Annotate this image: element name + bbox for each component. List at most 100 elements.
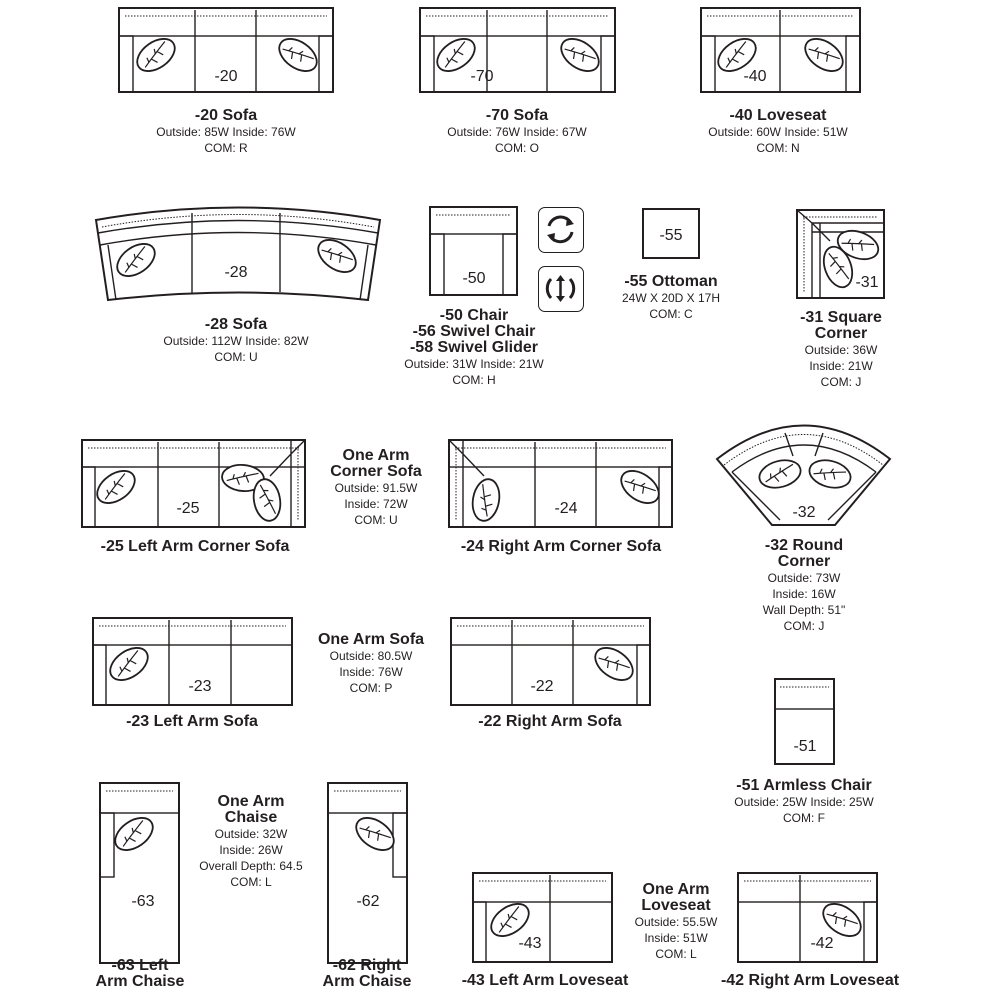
code-55: -55 [659,227,682,244]
code-70: -70 [470,68,493,85]
title-sofa-70: -70 Sofa [485,107,549,124]
sofa-22-drawing: -22 [450,617,651,706]
code-63: -63 [131,893,154,910]
label-square-corner-31: -31 Square Corner Outside: 36W Inside: 2… [771,310,911,390]
swivel-rotate-icon [538,207,584,253]
title-round-corner-32-2: Corner [777,553,831,570]
label-chaise-63: -63 Left Arm Chaise [80,958,200,990]
spec-round-corner-32-inside: Inside: 16W [772,587,836,601]
code-22: -22 [530,678,553,695]
corner-sofa-25-drawing: -25 [81,439,306,528]
code-50: -50 [462,270,485,287]
code-43: -43 [518,935,541,952]
spec-chair-50-com: COM: H [452,373,496,387]
title-chaise-group-2: Chaise [224,809,278,826]
spec-loveseat-40-com: COM: N [756,141,800,155]
glider-rock-icon [538,266,584,312]
loveseat-42-drawing: -42 [737,872,878,963]
title-chaise-group: One Arm [217,793,285,810]
code-24: -24 [554,500,577,517]
title-corner-sofa-group: One Arm [342,447,410,464]
spec-round-corner-32-outside: Outside: 73W [767,571,841,585]
spec-sofa-20-com: COM: R [204,141,248,155]
spec-chair-51-com: COM: F [783,811,825,825]
spec-arm-sofa-inside: Inside: 76W [339,665,403,679]
code-23: -23 [188,678,211,695]
spec-corner-sofa-com: COM: U [354,513,398,527]
spec-round-corner-32-depth: Wall Depth: 51" [762,603,846,617]
label-arm-sofa-group: One Arm Sofa Outside: 80.5W Inside: 76W … [296,632,446,696]
spec-square-corner-31-inside: Inside: 21W [809,359,873,373]
code-40: -40 [743,68,766,85]
code-32: -32 [792,504,815,521]
code-25: -25 [176,500,199,517]
spec-sofa-70-size: Outside: 76W Inside: 67W [447,125,587,139]
title-chaise-63-2: Arm Chaise [95,973,185,990]
spec-sofa-28-size: Outside: 112W Inside: 82W [163,334,309,348]
label-sofa-70: -70 Sofa Outside: 76W Inside: 67W COM: O [407,108,627,156]
round-corner-32-drawing: -32 [715,424,892,526]
title-corner-sofa-group-2: Corner Sofa [330,463,422,480]
ottoman-55-drawing: -55 [642,208,700,259]
label-sofa-23: -23 Left Arm Sofa [82,714,302,730]
title-sofa-20: -20 Sofa [194,107,258,124]
title-swivel-chair-56: -56 Swivel Chair [412,323,536,340]
sofa-70-drawing: -70 [419,7,616,93]
spec-arm-sofa-outside: Outside: 80.5W [329,649,413,663]
code-28: -28 [224,264,247,281]
chair-51-drawing: -51 [774,678,835,765]
label-chaise-group: One Arm Chaise Outside: 32W Inside: 26W … [186,794,316,890]
code-42: -42 [810,935,833,952]
spec-chaise-outside: Outside: 32W [214,827,288,841]
spec-loveseat-inside: Inside: 51W [644,931,708,945]
label-loveseat-43: -43 Left Arm Loveseat [432,973,658,989]
title-loveseat-group-2: Loveseat [641,897,711,914]
label-loveseat-group: One Arm Loveseat Outside: 55.5W Inside: … [616,882,736,962]
chaise-63-drawing: -63 [99,782,180,964]
title-loveseat-43: -43 Left Arm Loveseat [461,972,629,989]
title-corner-sofa-25: -25 Left Arm Corner Sofa [100,538,290,555]
code-20: -20 [214,68,237,85]
label-corner-sofa-25: -25 Left Arm Corner Sofa [60,539,330,555]
title-square-corner-31: -31 Square [800,309,882,326]
title-arm-sofa-group: One Arm Sofa [317,631,425,648]
label-sofa-28: -28 Sofa Outside: 112W Inside: 82W COM: … [126,317,346,365]
spec-chaise-depth: Overall Depth: 64.5 [199,859,303,873]
spec-sofa-20-size: Outside: 85W Inside: 76W [156,125,296,139]
spec-round-corner-32-com: COM: J [783,619,825,633]
spec-loveseat-outside: Outside: 55.5W [634,915,718,929]
label-loveseat-40: -40 Loveseat Outside: 60W Inside: 51W CO… [668,108,888,156]
label-loveseat-42: -42 Right Arm Loveseat [694,973,926,989]
spec-loveseat-40-size: Outside: 60W Inside: 51W [708,125,848,139]
title-round-corner-32: -32 Round [764,537,844,554]
label-chair-51: -51 Armless Chair Outside: 25W Inside: 2… [704,778,904,826]
code-51: -51 [793,738,816,755]
spec-square-corner-31-com: COM: J [820,375,862,389]
title-ottoman-55: -55 Ottoman [624,273,718,290]
title-loveseat-42: -42 Right Arm Loveseat [720,972,900,989]
label-chaise-62: -62 Right Arm Chaise [307,958,427,990]
spec-chaise-com: COM: L [230,875,272,889]
label-round-corner-32: -32 Round Corner Outside: 73W Inside: 16… [724,538,884,634]
spec-chair-51-size: Outside: 25W Inside: 25W [734,795,874,809]
label-chair-50: -50 Chair -56 Swivel Chair -58 Swivel Gl… [364,308,584,388]
chaise-62-drawing: -62 [327,782,408,964]
title-sofa-23: -23 Left Arm Sofa [126,713,258,730]
spec-ottoman-55-size: 24W X 20D X 17H [621,291,721,305]
label-sofa-22: -22 Right Arm Sofa [440,714,660,730]
sofa-28-drawing: -28 [94,206,382,302]
loveseat-40-drawing: -40 [700,7,861,93]
label-corner-sofa-group: One Arm Corner Sofa Outside: 91.5W Insid… [311,448,441,528]
label-corner-sofa-24: -24 Right Arm Corner Sofa [426,539,696,555]
title-swivel-glider-58: -58 Swivel Glider [409,339,539,356]
title-loveseat-40: -40 Loveseat [729,107,827,124]
code-62: -62 [356,893,379,910]
title-square-corner-31-2: Corner [814,325,868,342]
title-sofa-28: -28 Sofa [204,316,268,333]
label-ottoman-55: -55 Ottoman 24W X 20D X 17H COM: C [581,274,761,322]
title-chaise-63: -63 Left [111,957,169,974]
spec-sofa-28-com: COM: U [214,350,258,364]
title-sofa-22: -22 Right Arm Sofa [478,713,622,730]
spec-loveseat-com: COM: L [655,947,697,961]
spec-ottoman-55-com: COM: C [649,307,693,321]
